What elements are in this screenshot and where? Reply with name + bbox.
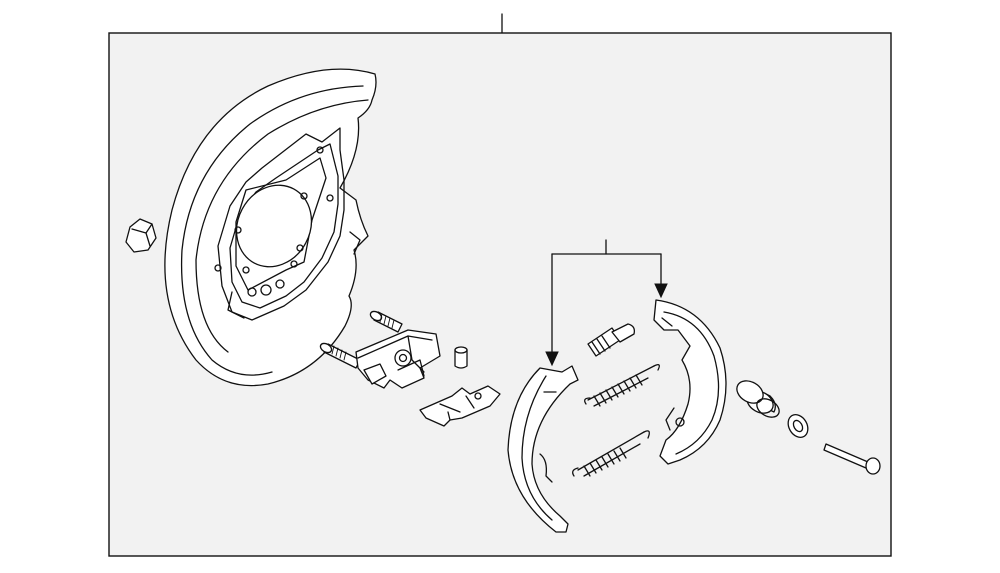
hold-down-spring-icon: [736, 380, 780, 418]
washer-icon: [787, 414, 809, 438]
adjuster-assembly-icon: [319, 310, 441, 389]
lower-return-spring-icon: [572, 430, 650, 477]
arrowhead-left: [545, 351, 559, 367]
pin-icon: [454, 346, 468, 369]
arrowhead-right: [654, 283, 668, 299]
shoe-set-callout: [545, 239, 668, 367]
strut-clip-icon: [419, 385, 501, 427]
hold-down-pin-icon: [823, 443, 881, 475]
backing-plate-icon: [164, 68, 377, 387]
rear-brake-shoe-icon: [507, 365, 579, 533]
adjuster-spring-icon: [587, 323, 636, 357]
front-brake-shoe-icon: [653, 299, 727, 465]
upper-return-spring-icon: [584, 364, 660, 407]
nut-icon: [125, 218, 157, 253]
